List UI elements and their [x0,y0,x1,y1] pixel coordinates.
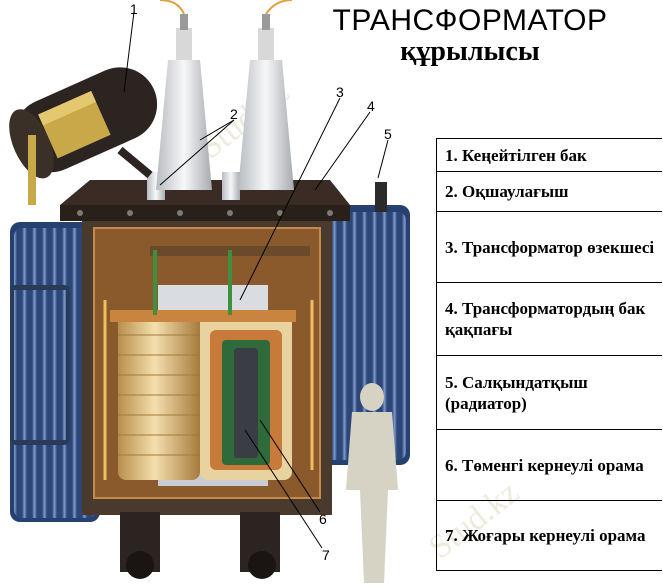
legend-item-4: 4. Трансформатордың бак қақпағы [436,282,662,356]
page-subtitle: құрылысы [400,36,540,67]
high-voltage-bushings [156,0,294,190]
high-voltage-winding [110,310,208,480]
legend-item-6: 6. Төменгі кернеулі орама [436,429,662,501]
low-voltage-winding [196,310,296,480]
legend-item-2: 2. Оқшаулағыш [436,171,662,212]
right-radiator [322,182,410,465]
callout-leaders [123,11,389,549]
legend-table: 1. Кеңейтілген бак 2. Оқшаулағыш 3. Тран… [436,138,662,571]
callout-2: 2 [230,106,238,122]
legend-item-3: 3. Трансформатор өзекшесі [436,211,662,283]
callout-3: 3 [336,84,344,100]
page-title: ТРАНСФОРМАТОР [332,4,608,37]
callout-5: 5 [384,126,392,142]
callout-6: 6 [319,511,327,527]
legend-item-7: 7. Жоғары кернеулі орама [436,500,662,571]
winding-leads [153,250,232,315]
conservator-tank [9,67,158,205]
callout-4: 4 [367,98,375,114]
human-scale-silhouette [346,383,398,583]
left-radiator [10,222,100,522]
callout-7: 7 [322,547,330,563]
callout-1: 1 [130,1,138,17]
legend-item-5: 5. Салқындатқыш (радиатор) [436,355,662,430]
legend-item-1: 1. Кеңейтілген бак [436,138,662,172]
